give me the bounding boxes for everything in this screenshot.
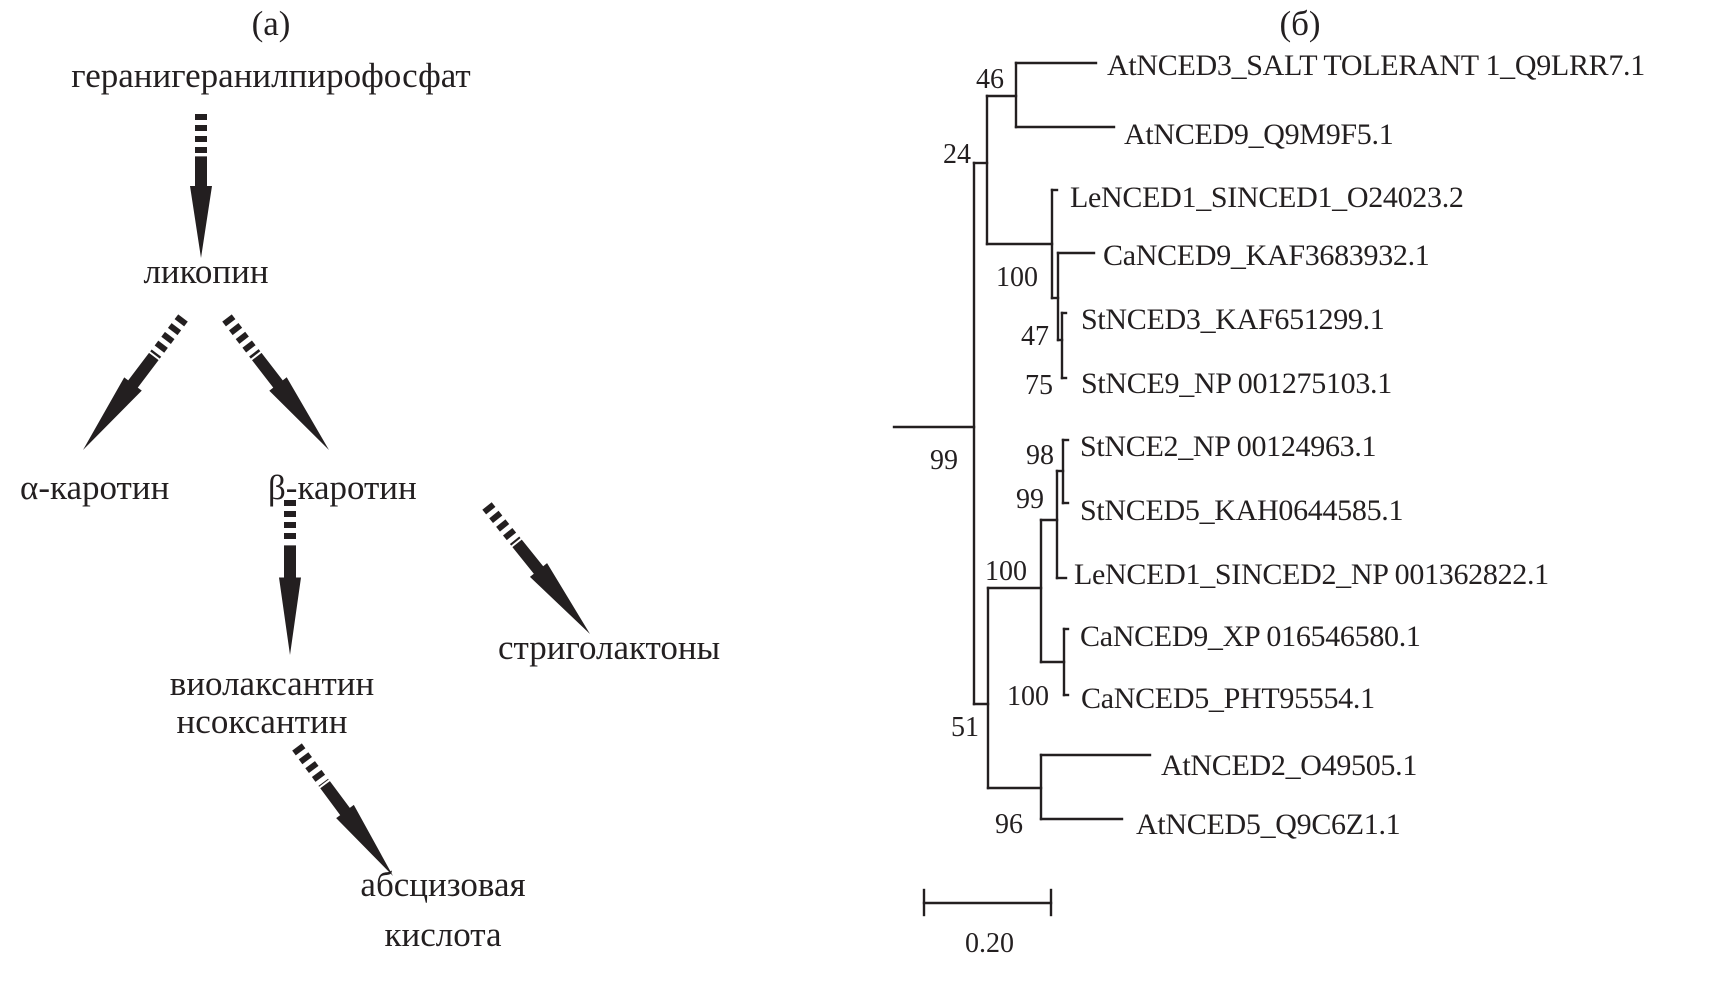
bootstrap-value: 47 xyxy=(1021,321,1049,352)
leaf-label: StNCE2_NP 00124963.1 xyxy=(1080,430,1377,463)
compound-violaxanthin: виолаксантин xyxy=(169,664,375,703)
compound-alpha-carotene: α-каротин xyxy=(20,468,170,507)
pathway-arrow xyxy=(482,502,590,634)
bootstrap-value: 51 xyxy=(951,712,979,743)
leaf-label: LeNCED1_SINCED1_O24023.2 xyxy=(1070,181,1464,214)
pathway-arrow xyxy=(279,500,301,655)
leaf-label: CaNCED9_KAF3683932.1 xyxy=(1103,239,1430,272)
panel-a-title: (а) xyxy=(251,4,291,43)
leaf-label: StNCED3_KAF651299.1 xyxy=(1081,303,1385,336)
bootstrap-value: 99 xyxy=(1016,484,1044,515)
bootstrap-value: 100 xyxy=(1007,681,1049,712)
compound-lycopene: ликопин xyxy=(143,252,269,291)
scale-bar-label: 0.20 xyxy=(965,928,1014,959)
pathway-arrow xyxy=(292,743,393,876)
leaf-label: LeNCED1_SINCED2_NP 001362822.1 xyxy=(1074,558,1549,591)
pathway-arrow xyxy=(83,314,188,450)
bootstrap-value: 96 xyxy=(995,809,1023,840)
panel-b-title: (б) xyxy=(1279,4,1321,43)
pathway-arrow xyxy=(190,114,212,258)
bootstrap-value: 100 xyxy=(996,262,1038,293)
bootstrap-value: 24 xyxy=(943,139,971,170)
leaf-label: StNCE9_NP 001275103.1 xyxy=(1081,367,1392,400)
leaf-label: CaNCED5_PHT95554.1 xyxy=(1081,682,1375,715)
compound-beta-carotene: β-каротин xyxy=(268,468,417,507)
bootstrap-value: 98 xyxy=(1026,440,1054,471)
leaf-label: StNCED5_KAH0644585.1 xyxy=(1080,494,1404,527)
pathway-arrow xyxy=(222,314,329,450)
compound-neoxanthin: нсоксантин xyxy=(176,702,348,741)
compound-strigolactones: стриголактоны xyxy=(498,628,721,667)
bootstrap-value: 46 xyxy=(976,64,1004,95)
leaf-label: AtNCED2_O49505.1 xyxy=(1161,749,1418,782)
bootstrap-value: 99 xyxy=(930,445,958,476)
leaf-label: AtNCED9_Q9M9F5.1 xyxy=(1124,118,1394,151)
leaf-label: AtNCED5_Q9C6Z1.1 xyxy=(1136,808,1401,841)
compound-abscisic-acid-line1: абсцизовая xyxy=(360,865,526,904)
leaf-label: CaNCED9_XP 016546580.1 xyxy=(1080,620,1421,653)
compound-abscisic-acid-line2: кислота xyxy=(384,915,502,954)
compound-ggpp: геранигеранилпирофосфат xyxy=(71,56,471,95)
bootstrap-value: 75 xyxy=(1025,370,1053,401)
leaf-label: AtNCED3_SALT TOLERANT 1_Q9LRR7.1 xyxy=(1107,49,1645,82)
bootstrap-value: 100 xyxy=(985,556,1027,587)
